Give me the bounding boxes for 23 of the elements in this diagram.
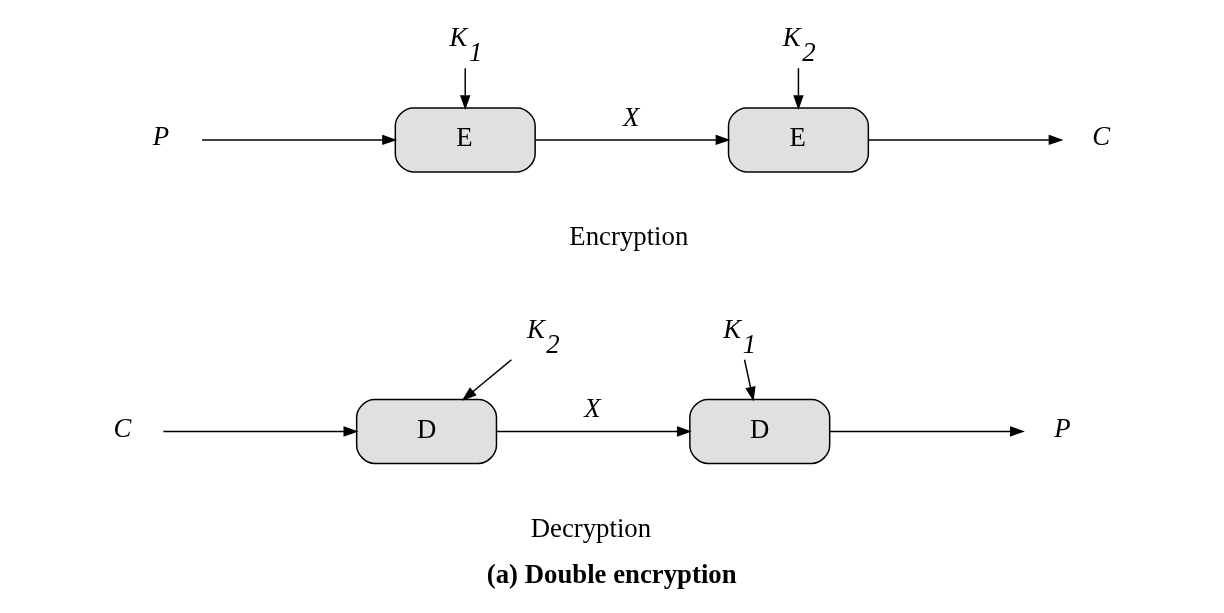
node-box: D (688, 398, 830, 465)
arrow (792, 67, 804, 111)
arrow (534, 134, 731, 146)
arrow (200, 134, 397, 146)
arrow (828, 426, 1025, 437)
arrow (867, 134, 1064, 146)
label: Encryption (568, 221, 688, 252)
node-box: E (727, 107, 869, 173)
node-box: E (394, 107, 536, 173)
node-text: C (112, 412, 131, 443)
node-text: C (1091, 120, 1110, 151)
node-text: P (1053, 412, 1071, 443)
arrow (495, 426, 692, 437)
arrow (461, 358, 512, 401)
caption: (a) Double encryption (486, 559, 737, 590)
arrow (162, 426, 358, 437)
node-box: D (355, 398, 497, 465)
node-text: P (152, 120, 169, 151)
label: Decryption (530, 512, 651, 543)
arrow (459, 67, 470, 111)
edge-label: X (622, 101, 639, 132)
arrow (743, 358, 756, 402)
edge-label: X (583, 393, 601, 424)
